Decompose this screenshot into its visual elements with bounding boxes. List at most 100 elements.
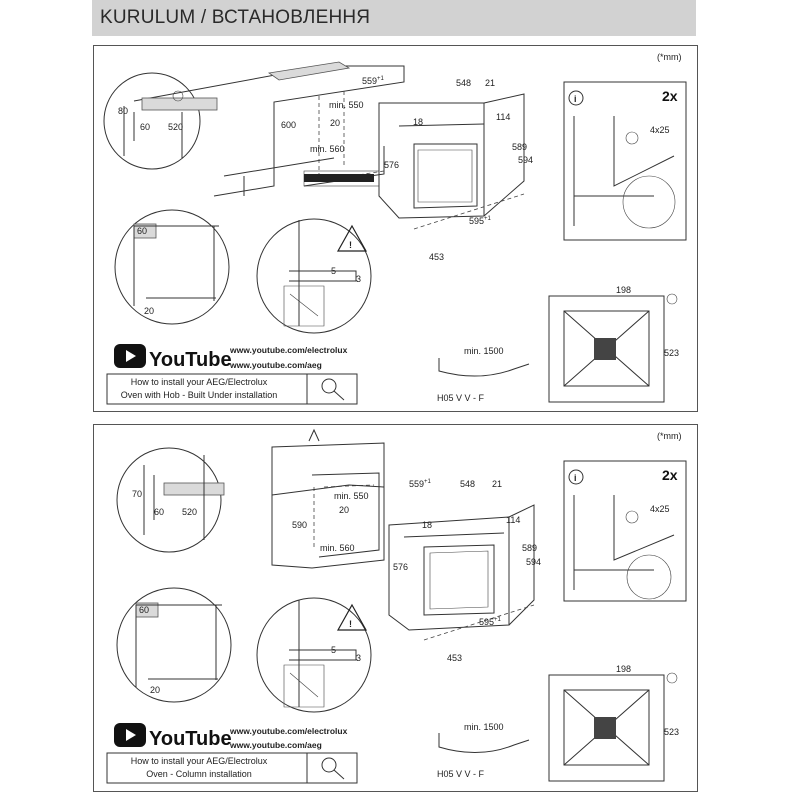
info-icon-glyph: i (574, 94, 577, 104)
detail-circle-screw (622, 175, 676, 229)
column-diagram: (*mm) min. 550 20 590 min. 560 70 60 520… (106, 428, 687, 784)
ground-icon (666, 293, 678, 305)
dim-min550: min. 550 (334, 491, 369, 501)
dim-20: 20 (330, 118, 340, 128)
dim-523: 523 (664, 727, 679, 737)
detail-circle-cabinet (116, 447, 222, 553)
warning-mark: ! (349, 240, 352, 250)
oven-drawing (378, 93, 525, 230)
screw-size: 4x25 (650, 504, 670, 514)
detail-circle-screw (626, 554, 672, 600)
detail-circle-cabinet (103, 72, 201, 170)
dim-80: 80 (118, 106, 128, 116)
column-drawing (271, 428, 385, 569)
dim-453: 453 (429, 252, 444, 262)
dim-3: 3 (356, 274, 361, 284)
dim-min550: min. 550 (329, 100, 364, 110)
dim-576: 576 (393, 562, 408, 572)
youtube-brand: YouTube (149, 728, 232, 750)
youtube-brand: YouTube (149, 349, 232, 371)
caption-line2: Oven with Hob - Built Under installation (121, 390, 278, 400)
dim-20: 20 (144, 306, 154, 316)
dim-60: 60 (139, 605, 149, 615)
dim-70: 70 (132, 489, 142, 499)
youtube-link-electrolux[interactable]: www.youtube.com/electrolux (229, 726, 348, 736)
top-view-drawing (548, 295, 665, 403)
dim-594: 594 (526, 557, 541, 567)
search-icon[interactable] (321, 378, 345, 401)
play-triangle-icon (126, 350, 136, 362)
caption-line1: How to install your AEG/Electrolux (131, 377, 268, 387)
dim-589: 589 (522, 543, 537, 553)
dim-60: 60 (137, 226, 147, 236)
panel-column: (*mm) min. 550 20 590 min. 560 70 60 520… (93, 424, 698, 792)
search-icon[interactable] (321, 757, 345, 780)
dim-21: 21 (485, 78, 495, 88)
cable-type: H05 V V - F (437, 393, 485, 403)
detail-circle-corner (116, 587, 232, 703)
dim-600: 600 (281, 120, 296, 130)
burner (594, 338, 616, 360)
dim-520: 520 (182, 507, 197, 517)
dim-21: 21 (492, 479, 502, 489)
dim-198: 198 (616, 285, 631, 295)
frame-strip (141, 97, 218, 111)
dim-60: 60 (140, 122, 150, 132)
screw-count: 2x (662, 467, 678, 483)
dim-3: 3 (356, 653, 361, 663)
play-triangle-icon (126, 729, 136, 741)
youtube-link-electrolux[interactable]: www.youtube.com/electrolux (229, 345, 348, 355)
dim-min560: min. 560 (310, 144, 345, 154)
caption-box (106, 752, 358, 784)
header-bar: KURULUM / ВСТАНОВЛЕННЯ (92, 0, 696, 36)
screw-icon (625, 131, 639, 145)
detail-circle-rail (256, 597, 372, 713)
cable-drawing (438, 733, 530, 754)
cable-min-length: min. 1500 (464, 722, 504, 732)
dim-60: 60 (154, 507, 164, 517)
detail-circle-rail (256, 218, 372, 334)
info-icon (568, 469, 584, 485)
dim-114: 114 (506, 515, 520, 525)
caption-line2: Oven - Column installation (146, 769, 252, 779)
cable-type: H05 V V - F (437, 769, 485, 779)
warning-mark: ! (349, 619, 352, 629)
dim-559: 559+1 (362, 76, 385, 86)
caption-line1: How to install your AEG/Electrolux (131, 756, 268, 766)
page-title: KURULUM / ВСТАНОВЛЕННЯ (100, 7, 371, 28)
ground-icon (666, 672, 678, 684)
caption-box (106, 373, 358, 405)
dim-5: 5 (331, 645, 336, 655)
oven-drawing (388, 504, 535, 641)
dim-5: 5 (331, 266, 336, 276)
dim-453: 453 (447, 653, 462, 663)
unit-note: (*mm) (657, 52, 682, 62)
burner (594, 717, 616, 739)
screw-size: 4x25 (650, 125, 670, 135)
dim-20: 20 (339, 505, 349, 515)
info-icon-glyph: i (574, 473, 577, 483)
dim-595: 595+1 (479, 617, 502, 627)
vent-strip (304, 174, 374, 182)
dim-595: 595+1 (469, 216, 492, 226)
dim-18: 18 (413, 117, 423, 127)
screw-detail-box (563, 81, 687, 241)
dim-520: 520 (168, 122, 183, 132)
built-under-diagram: (*mm) 80 60 520 60 20 600 min. 550 20 mi… (103, 52, 687, 405)
info-icon (568, 90, 584, 106)
dim-594: 594 (518, 155, 533, 165)
detail-circle-corner (114, 209, 230, 325)
panel-built-under: (*mm) 80 60 520 60 20 600 min. 550 20 mi… (93, 45, 698, 412)
dim-114: 114 (496, 112, 510, 122)
unit-note: (*mm) (657, 431, 682, 441)
dim-20: 20 (150, 685, 160, 695)
youtube-link-aeg[interactable]: www.youtube.com/aeg (229, 360, 322, 370)
dim-589: 589 (512, 142, 527, 152)
youtube-link-aeg[interactable]: www.youtube.com/aeg (229, 740, 322, 750)
dim-559: 559+1 (409, 479, 432, 489)
dim-min560: min. 560 (320, 543, 355, 553)
dim-590: 590 (292, 520, 307, 530)
warning-ground-icon (172, 90, 184, 102)
cable-min-length: min. 1500 (464, 346, 504, 356)
dim-576: 576 (384, 160, 399, 170)
